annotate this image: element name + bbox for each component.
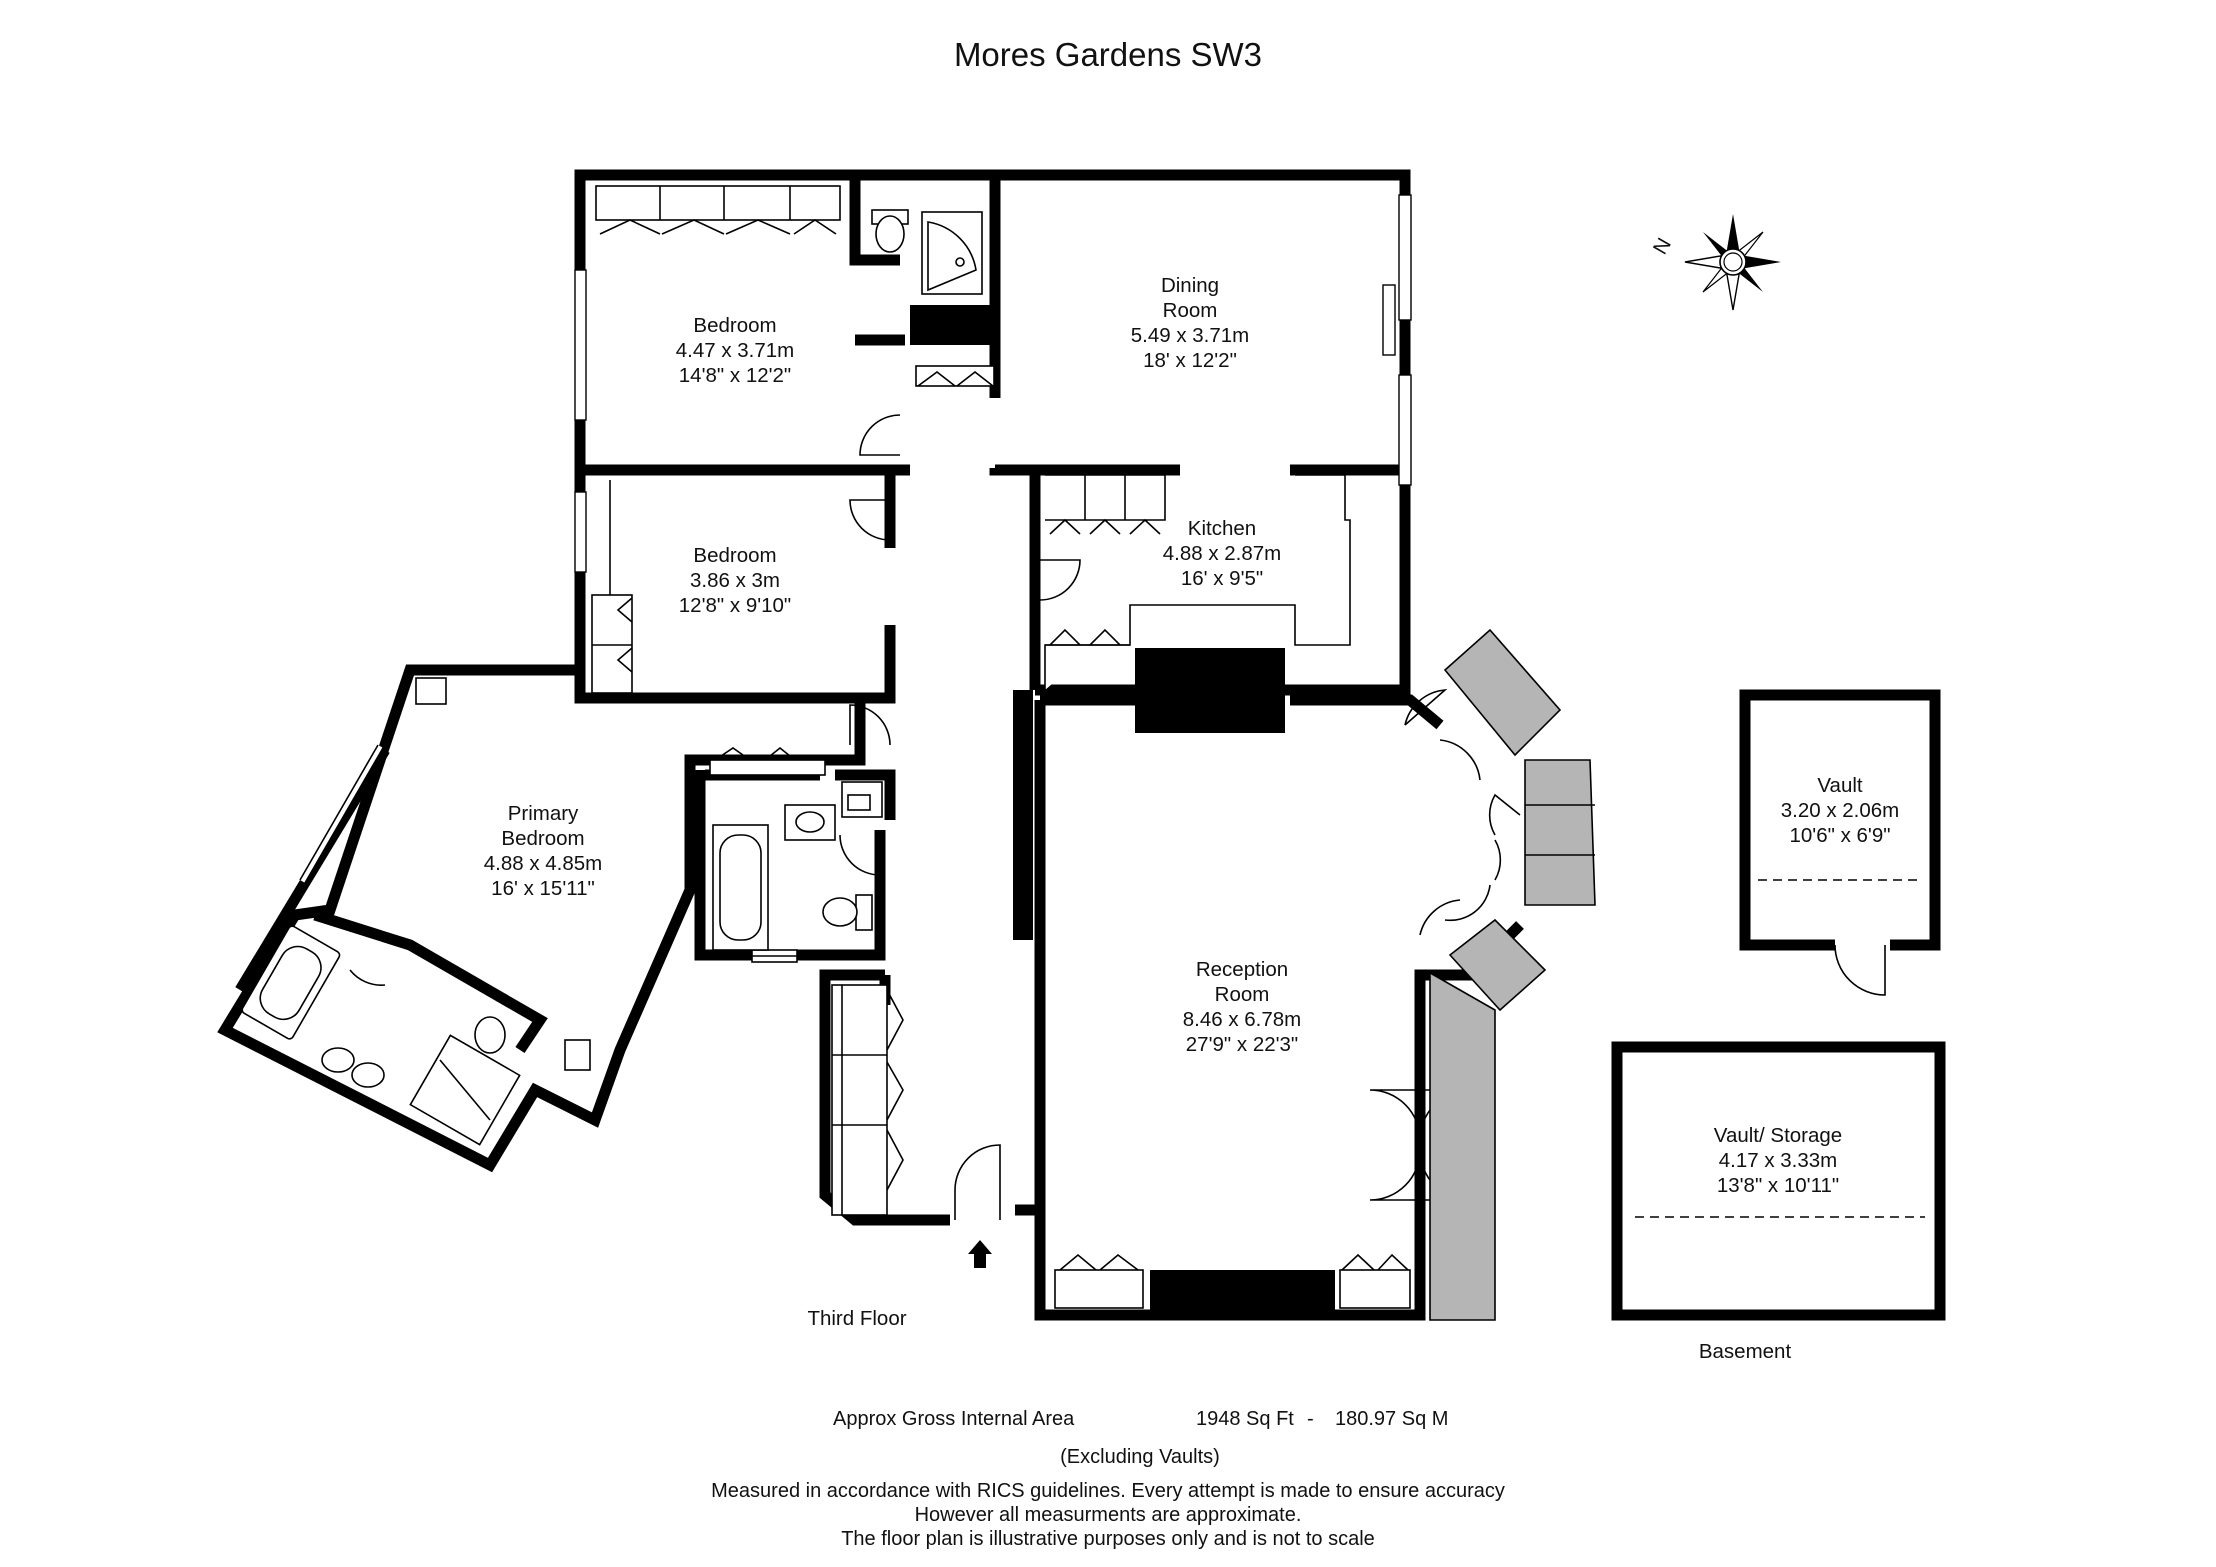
toilet-icon xyxy=(822,894,873,931)
svg-text:Vault: Vault xyxy=(1817,774,1863,797)
svg-text:16' x 9'5": 16' x 9'5" xyxy=(1181,567,1263,590)
svg-text:Dining: Dining xyxy=(1161,274,1219,297)
svg-text:12'8" x 9'10": 12'8" x 9'10" xyxy=(679,594,791,617)
label-primary-bedroom: Primary Bedroom 4.88 x 4.85m 16' x 15'11… xyxy=(484,802,603,900)
label-reception-room: Reception Room 8.46 x 6.78m 27'9" x 22'3… xyxy=(1183,958,1302,1056)
svg-text:27'9" x 22'3": 27'9" x 22'3" xyxy=(1186,1033,1298,1056)
svg-text:10'6" x 6'9": 10'6" x 6'9" xyxy=(1789,824,1890,847)
entrance-door[interactable] xyxy=(954,1144,1001,1220)
svg-text:4.88 x 2.87m: 4.88 x 2.87m xyxy=(1163,542,1282,565)
svg-text:14'8" x 12'2": 14'8" x 12'2" xyxy=(679,364,791,387)
svg-text:5.49 x 3.71m: 5.49 x 3.71m xyxy=(1131,324,1250,347)
bathtub-icon xyxy=(241,925,341,1040)
kitchen xyxy=(1029,474,1405,733)
toilet-icon xyxy=(871,209,909,253)
svg-text:3.20 x 2.06m: 3.20 x 2.06m xyxy=(1781,799,1900,822)
vault xyxy=(1739,689,1941,996)
svg-text:4.88 x 4.85m: 4.88 x 4.85m xyxy=(484,852,603,875)
shower-room xyxy=(849,175,995,346)
toilet-icon xyxy=(474,1016,506,1054)
bedroom-1 xyxy=(574,169,990,476)
svg-text:Vault/ Storage: Vault/ Storage xyxy=(1714,1124,1842,1147)
compass-north-label: N xyxy=(1649,234,1676,258)
svg-text:Reception: Reception xyxy=(1196,958,1288,981)
svg-text:(Excluding Vaults): (Excluding Vaults) xyxy=(1060,1446,1220,1468)
svg-text:Bedroom: Bedroom xyxy=(501,827,584,850)
svg-text:Bedroom: Bedroom xyxy=(693,544,776,567)
svg-text:4.17 x 3.33m: 4.17 x 3.33m xyxy=(1719,1149,1838,1172)
hallway xyxy=(819,969,1001,1268)
svg-text:Bedroom: Bedroom xyxy=(693,314,776,337)
vault-storage xyxy=(1611,1041,1946,1321)
label-vault-storage: Vault/ Storage 4.17 x 3.33m 13'8" x 10'1… xyxy=(1714,1124,1842,1197)
svg-text:The floor plan is illustrative: The floor plan is illustrative purposes … xyxy=(841,1528,1375,1550)
bedroom-1-door[interactable] xyxy=(859,414,901,456)
label-kitchen: Kitchen 4.88 x 2.87m 16' x 9'5" xyxy=(1163,517,1282,590)
basin-icon xyxy=(321,1047,385,1088)
area-summary: Approx Gross Internal Area 1948 Sq Ft - … xyxy=(833,1408,1448,1468)
terrace xyxy=(1424,628,1596,1321)
svg-text:4.47 x 3.71m: 4.47 x 3.71m xyxy=(676,339,795,362)
svg-text:16' x 15'11": 16' x 15'11" xyxy=(491,877,595,900)
svg-text:However all measurments are ap: However all measurments are approximate. xyxy=(915,1504,1302,1526)
bedroom-2 xyxy=(574,470,896,704)
svg-text:8.46 x 6.78m: 8.46 x 6.78m xyxy=(1183,1008,1302,1031)
plan-title: Mores Gardens SW3 xyxy=(954,36,1262,73)
svg-text:3.86 x 3m: 3.86 x 3m xyxy=(690,569,780,592)
label-vault: Vault 3.20 x 2.06m 10'6" x 6'9" xyxy=(1781,774,1900,847)
primary-bedroom xyxy=(217,664,866,1173)
label-bedroom-2: Bedroom 3.86 x 3m 12'8" x 9'10" xyxy=(679,544,791,617)
label-bedroom-1: Bedroom 4.47 x 3.71m 14'8" x 12'2" xyxy=(676,314,795,387)
svg-text:Room: Room xyxy=(1215,983,1270,1006)
svg-text:Room: Room xyxy=(1163,299,1218,322)
basin-icon xyxy=(784,804,836,841)
wardrobe xyxy=(595,185,841,235)
bathtub-icon xyxy=(712,824,769,951)
primary-bedroom-door[interactable] xyxy=(849,704,891,746)
dining-room xyxy=(915,169,1412,700)
svg-text:Measured in accordance with RI: Measured in accordance with RICS guideli… xyxy=(711,1480,1505,1502)
svg-text:Primary: Primary xyxy=(508,802,579,825)
bathroom xyxy=(694,746,896,963)
terrace-doors[interactable] xyxy=(1404,688,1521,936)
disclaimer: Measured in accordance with RICS guideli… xyxy=(711,1480,1505,1550)
svg-text:18' x 12'2": 18' x 12'2" xyxy=(1143,349,1237,372)
basement-label: Basement xyxy=(1699,1340,1792,1363)
svg-text:Kitchen: Kitchen xyxy=(1188,517,1256,540)
svg-text:13'8" x 10'11": 13'8" x 10'11" xyxy=(1717,1174,1839,1197)
svg-text:Approx Gross Internal Area: Approx Gross Internal Area xyxy=(833,1408,1075,1430)
third-floor-label: Third Floor xyxy=(807,1307,906,1330)
svg-text:180.97 Sq M: 180.97 Sq M xyxy=(1335,1408,1448,1430)
shower-tray-icon xyxy=(921,211,983,295)
shower-tray-icon xyxy=(409,1034,521,1146)
compass-rose-icon: N xyxy=(1649,214,1781,311)
label-dining-room: Dining Room 5.49 x 3.71m 18' x 12'2" xyxy=(1131,274,1250,372)
svg-text:-: - xyxy=(1307,1408,1314,1430)
entrance-arrow-icon xyxy=(968,1240,992,1268)
svg-text:1948 Sq Ft: 1948 Sq Ft xyxy=(1196,1408,1294,1430)
